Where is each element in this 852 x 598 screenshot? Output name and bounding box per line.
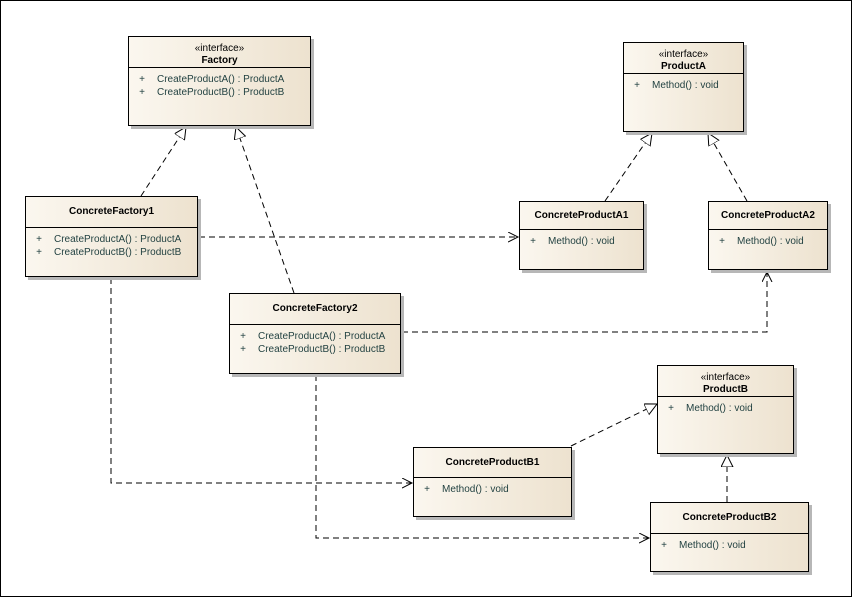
class-header: «interface» ProductA [624, 43, 743, 74]
operation: + Method() : void [414, 483, 571, 496]
class-name: ProductA [661, 61, 706, 72]
operation-signature: Method() : void [442, 484, 509, 495]
class-name: ConcreteProductA2 [721, 210, 815, 221]
operation: + Method() : void [520, 235, 643, 248]
operations-compartment: + Method() : void [658, 397, 793, 415]
class-name: ProductB [703, 384, 748, 395]
operation-signature: CreateProductA() : ProductA [258, 331, 386, 342]
operations-compartment: + Method() : void [624, 74, 743, 92]
operation: + Method() : void [709, 235, 827, 248]
visibility-marker: + [139, 87, 145, 98]
class-product-b[interactable]: «interface» ProductB + Method() : void [657, 365, 794, 454]
operation: + CreateProductB() : ProductB [26, 246, 197, 259]
class-concrete-product-a2[interactable]: ConcreteProductA2 + Method() : void [708, 201, 828, 270]
realization-cpa1-producta [604, 133, 652, 202]
dependency-cf2-cpb2 [315, 375, 649, 538]
visibility-marker: + [668, 403, 674, 414]
dependency-cf2-cpa2 [402, 272, 767, 333]
operation-signature: Method() : void [652, 80, 719, 91]
class-header: «interface» ProductB [658, 366, 793, 397]
operations-compartment: + Method() : void [520, 230, 643, 248]
operation: + Method() : void [624, 79, 743, 92]
class-header: ConcreteFactory1 [26, 197, 197, 228]
stereotype-label: «interface» [700, 372, 751, 383]
visibility-marker: + [424, 484, 430, 495]
operation: + Method() : void [651, 539, 808, 552]
class-name: ConcreteFactory2 [272, 303, 358, 314]
dependency-cf1-cpb1 [110, 278, 412, 483]
operation: + Method() : void [658, 402, 793, 415]
class-header: ConcreteProductB1 [414, 448, 571, 478]
operations-compartment: + CreateProductA() : ProductA + CreateProd… [230, 325, 400, 356]
visibility-marker: + [661, 540, 667, 551]
operation-signature: Method() : void [686, 403, 753, 414]
visibility-marker: + [36, 234, 42, 245]
visibility-marker: + [719, 236, 725, 247]
realization-cf2-factory [236, 127, 295, 294]
class-name: ConcreteFactory1 [68, 206, 155, 217]
operation-signature: CreateProductB() : ProductB [258, 344, 386, 355]
visibility-marker: + [139, 74, 145, 85]
class-name: ConcreteProductB1 [445, 457, 540, 468]
class-header: ConcreteFactory2 [230, 294, 400, 325]
class-product-a[interactable]: «interface» ProductA + Method() : void [623, 42, 744, 132]
visibility-marker: + [634, 80, 640, 91]
visibility-marker: + [240, 331, 246, 342]
class-header: «interface» Factory [129, 37, 310, 68]
realization-cpb1-productb [570, 404, 657, 447]
class-name: Factory [201, 55, 238, 66]
class-name: ConcreteProductB2 [682, 512, 777, 523]
class-header: ConcreteProductA2 [709, 202, 827, 230]
class-header: ConcreteProductB2 [651, 503, 808, 534]
realization-cpa2-producta [708, 133, 748, 202]
operations-compartment: + Method() : void [709, 230, 827, 248]
operation: + CreateProductB() : ProductB [129, 86, 310, 99]
operation: + CreateProductB() : ProductB [230, 343, 400, 356]
operation-signature: Method() : void [679, 540, 746, 551]
operation-signature: CreateProductB() : ProductB [54, 247, 182, 258]
class-concrete-product-b2[interactable]: ConcreteProductB2 + Method() : void [650, 502, 809, 572]
class-factory[interactable]: «interface» Factory + CreateProductA() : … [128, 36, 311, 126]
class-concrete-factory2[interactable]: ConcreteFactory2 + CreateProductA() : Pro… [229, 293, 401, 374]
stereotype-label: «interface» [194, 43, 245, 54]
operation: + CreateProductA() : ProductA [26, 233, 197, 246]
operations-compartment: + Method() : void [651, 534, 808, 552]
class-header: ConcreteProductA1 [520, 202, 643, 230]
stereotype-label: «interface» [658, 49, 709, 60]
operation-signature: Method() : void [737, 236, 804, 247]
realization-cf1-factory [140, 127, 186, 197]
operation-signature: CreateProductA() : ProductA [157, 74, 285, 85]
operations-compartment: + CreateProductA() : ProductA + CreateProd… [26, 228, 197, 259]
class-name: ConcreteProductA1 [534, 210, 629, 221]
class-concrete-product-a1[interactable]: ConcreteProductA1 + Method() : void [519, 201, 644, 270]
operation: + CreateProductA() : ProductA [129, 73, 310, 86]
operations-compartment: + CreateProductA() : ProductA + CreateProd… [129, 68, 310, 99]
visibility-marker: + [240, 344, 246, 355]
operations-compartment: + Method() : void [414, 478, 571, 496]
class-concrete-factory1[interactable]: ConcreteFactory1 + CreateProductA() : Pro… [25, 196, 198, 277]
operation-signature: CreateProductB() : ProductB [157, 87, 285, 98]
operation: + CreateProductA() : ProductA [230, 330, 400, 343]
visibility-marker: + [530, 236, 536, 247]
class-concrete-product-b1[interactable]: ConcreteProductB1 + Method() : void [413, 447, 572, 517]
operation-signature: Method() : void [548, 236, 615, 247]
operation-signature: CreateProductA() : ProductA [54, 234, 182, 245]
visibility-marker: + [36, 247, 42, 258]
